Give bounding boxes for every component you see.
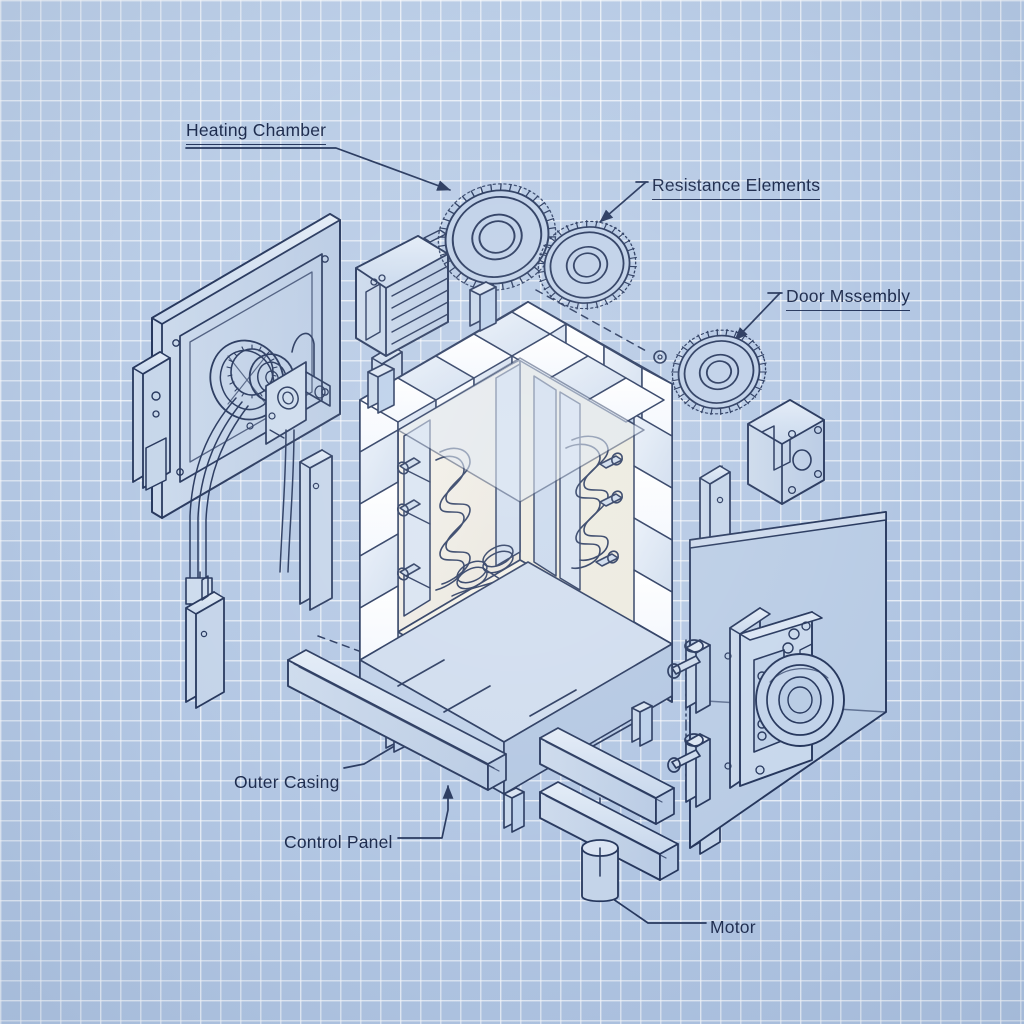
right-door-panel	[667, 511, 887, 849]
left-door-panel	[132, 213, 341, 619]
heating-chamber-core	[359, 281, 673, 833]
casing-rail-a	[287, 649, 507, 791]
transformer-block	[355, 229, 449, 357]
gear-large	[437, 183, 557, 291]
motor-cylinder	[581, 839, 619, 903]
small-bracket-left	[145, 437, 167, 491]
probe-left	[185, 575, 225, 709]
casing-rail-b	[539, 727, 675, 825]
label-heating-chamber: Heating Chamber	[186, 121, 327, 145]
label-outer-casing: Outer Casing	[234, 772, 340, 792]
label-motor: Motor	[710, 917, 756, 937]
label-resistance-elements: Resistance Elements	[652, 176, 821, 200]
casing-rail-c	[539, 781, 679, 881]
vertical-bar-a	[299, 449, 333, 611]
mount-bracket	[747, 399, 825, 505]
label-door-assembly: Door Mssembly	[786, 287, 911, 311]
label-control-panel: Control Panel	[284, 832, 393, 852]
gear-small	[670, 328, 768, 416]
terminal-studs-right	[595, 452, 624, 567]
gear-mid	[536, 220, 638, 310]
terminal-studs-left	[396, 457, 431, 589]
